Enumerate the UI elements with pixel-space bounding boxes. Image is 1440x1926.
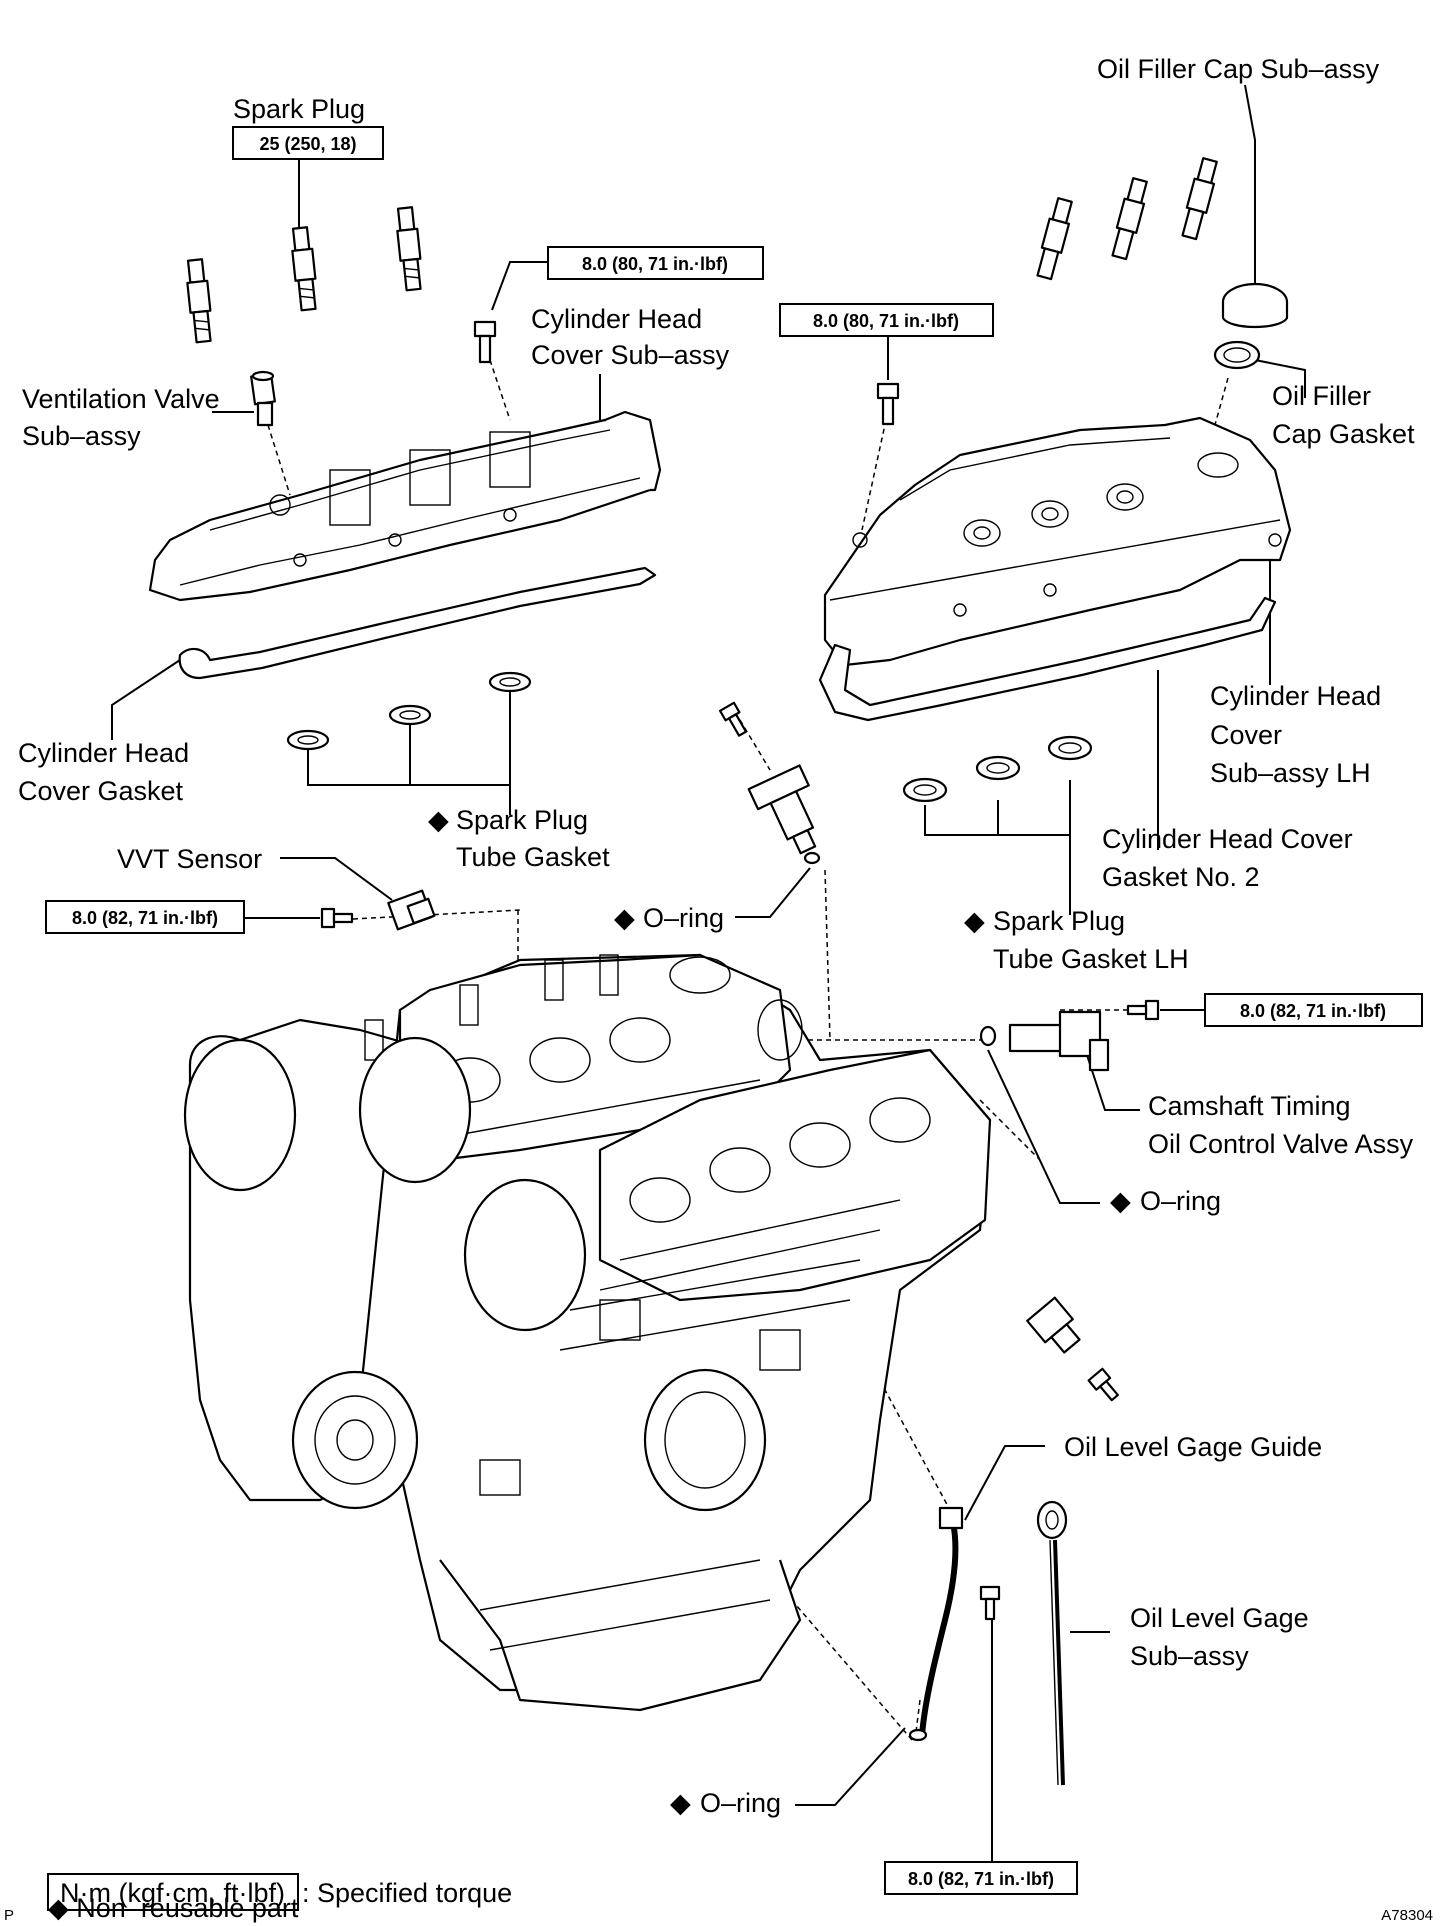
spark-plugs-lh	[1036, 157, 1218, 281]
oil-level-gage-guide	[908, 1506, 964, 1742]
torque-box-ocv: 8.0 (82, 71 in.·lbf)	[1204, 993, 1423, 1027]
torque-gage-guide: 8.0 (82, 71 in.·lbf)	[908, 1869, 1054, 1889]
figure-id: A78304	[1381, 1907, 1433, 1924]
cylinder-head-cover-rh	[148, 410, 662, 602]
torque-head-cover-lh: 8.0 (80, 71 in.·lbf)	[813, 311, 959, 331]
cylinder-head-cover-lh	[823, 416, 1292, 667]
label-cyl-head-cover-lh-1: Cylinder Head	[1210, 681, 1381, 711]
label-spark-plug-tube-gasket-lh-1: Spark Plug	[993, 906, 1125, 936]
label-diamond-1: ◆	[428, 805, 449, 835]
cylinder-head-cover-gasket	[178, 566, 657, 680]
label-diamond-2: ◆	[614, 903, 635, 933]
ventilation-valve	[250, 370, 276, 427]
camshaft-oil-control-valve	[979, 1010, 1110, 1072]
torque-box-head-cover-rh: 8.0 (80, 71 in.·lbf)	[547, 246, 764, 280]
oil-pressure-switch	[1026, 1296, 1081, 1354]
label-oil-filler-gasket-1: Oil Filler	[1272, 381, 1371, 411]
label-gasket-no2-2: Gasket No. 2	[1102, 862, 1260, 892]
vvt-sensor	[387, 889, 436, 931]
label-gasket-no2-1: Cylinder Head Cover	[1102, 824, 1353, 854]
label-diamond-3: ◆	[964, 906, 985, 936]
oil-level-gage	[1036, 1500, 1068, 1786]
label-ventilation-valve-2: Sub–assy	[22, 421, 141, 451]
legend: N·m (kgf·cm, ft·lbf) : Specified torque	[47, 1873, 512, 1911]
spark-plug-tube-gaskets	[286, 671, 532, 751]
injector	[747, 764, 821, 865]
label-camshaft-ocv-1: Camshaft Timing	[1148, 1091, 1351, 1121]
label-spark-plug: Spark Plug	[233, 94, 365, 124]
label-cyl-head-cover-gasket-2: Cover Gasket	[18, 776, 184, 806]
label-o-ring-1: O–ring	[643, 903, 724, 933]
label-cyl-head-cover-gasket-1: Cylinder Head	[18, 738, 189, 768]
label-diamond-5: ◆	[670, 1788, 691, 1818]
torque-box-head-cover-lh: 8.0 (80, 71 in.·lbf)	[779, 303, 994, 337]
label-camshaft-ocv-2: Oil Control Valve Assy	[1148, 1129, 1414, 1159]
cylinder-head-cover-gasket-no2	[818, 596, 1277, 722]
legend-specified-torque: : Specified torque	[302, 1878, 512, 1908]
label-oil-level-gage-guide: Oil Level Gage Guide	[1064, 1432, 1322, 1462]
label-cyl-head-cover-1: Cylinder Head	[531, 304, 702, 334]
legend-non-reusable: ◆ Non–reusable part	[48, 1893, 299, 1923]
engine-block	[183, 953, 992, 1712]
bolts	[320, 320, 1160, 1621]
legend-unit-box: N·m (kgf·cm, ft·lbf)	[60, 1878, 285, 1908]
label-diamond-4: ◆	[1110, 1186, 1131, 1216]
label-oil-level-gage-2: Sub–assy	[1130, 1641, 1249, 1671]
torque-box-vvt-sensor: 8.0 (82, 71 in.·lbf)	[45, 900, 245, 934]
label-oil-level-gage-1: Oil Level Gage	[1130, 1603, 1309, 1633]
label-cyl-head-cover-lh-2: Cover	[1210, 720, 1282, 750]
label-spark-plug-tube-gasket-1: Spark Plug	[456, 805, 588, 835]
label-oil-filler-gasket-2: Cap Gasket	[1272, 419, 1415, 449]
torque-vvt-sensor: 8.0 (82, 71 in.·lbf)	[72, 908, 218, 928]
label-ventilation-valve-1: Ventilation Valve	[22, 384, 220, 414]
label-o-ring-3: O–ring	[700, 1788, 781, 1818]
torque-box-gage-guide: 8.0 (82, 71 in.·lbf)	[884, 1861, 1078, 1895]
label-o-ring-2: O–ring	[1140, 1186, 1221, 1216]
spark-plugs-rh	[186, 206, 422, 344]
label-spark-plug-tube-gasket-2: Tube Gasket	[456, 842, 610, 872]
label-vvt-sensor: VVT Sensor	[117, 844, 262, 874]
label-spark-plug-tube-gasket-lh-2: Tube Gasket LH	[993, 944, 1189, 974]
torque-head-cover-rh: 8.0 (80, 71 in.·lbf)	[582, 254, 728, 274]
label-cyl-head-cover-2: Cover Sub–assy	[531, 340, 730, 370]
torque-ocv: 8.0 (82, 71 in.·lbf)	[1240, 1001, 1386, 1021]
labels: Spark Plug Oil Filler Cap Sub–assy Cylin…	[18, 54, 1415, 1818]
torque-box-spark-plug: 25 (250, 18)	[232, 126, 384, 160]
torque-spark-plug: 25 (250, 18)	[259, 134, 356, 154]
label-cyl-head-cover-lh-3: Sub–assy LH	[1210, 758, 1371, 788]
label-oil-filler-cap: Oil Filler Cap Sub–assy	[1097, 54, 1380, 84]
oil-filler-cap	[1213, 282, 1289, 370]
spark-plug-tube-gaskets-lh	[902, 735, 1093, 803]
corner-left-mark: P	[4, 1907, 14, 1924]
